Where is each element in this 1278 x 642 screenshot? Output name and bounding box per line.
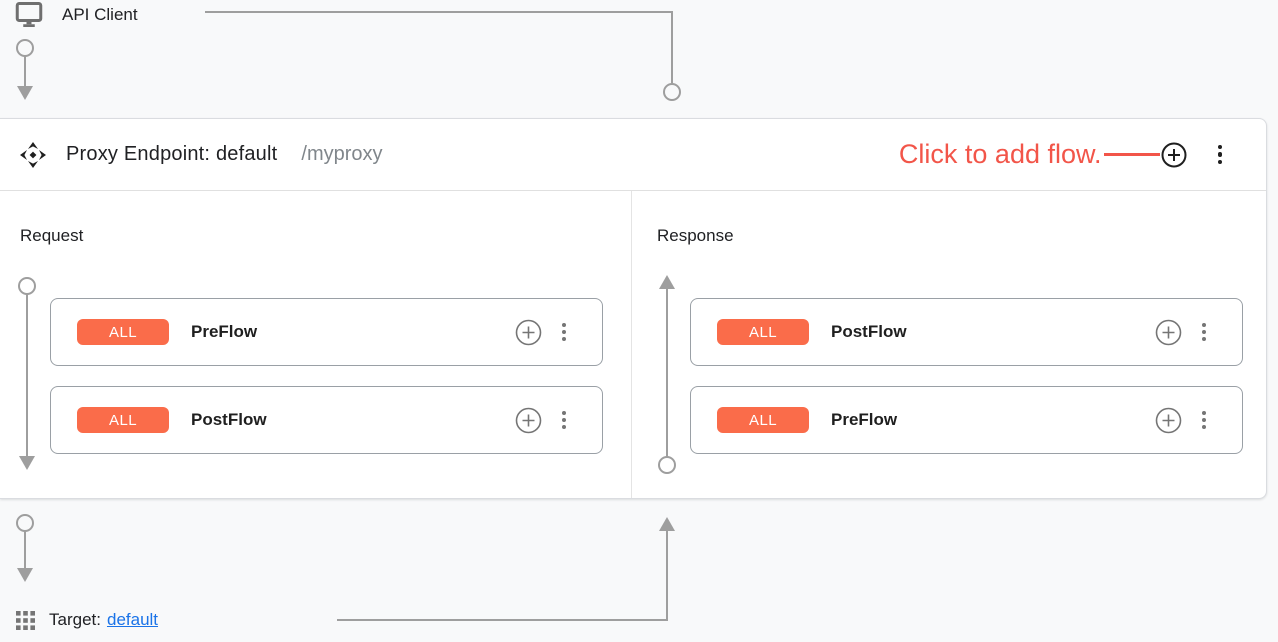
condition-badge: ALL <box>717 319 809 345</box>
flow-card-request-preflow[interactable]: ALL PreFlow <box>50 298 603 366</box>
condition-badge: ALL <box>77 319 169 345</box>
plus-circle-icon <box>1161 142 1186 167</box>
plus-circle-icon <box>515 407 542 433</box>
flow-card-response-preflow[interactable]: ALL PreFlow <box>690 386 1243 454</box>
annotation-arrow-line <box>1103 153 1160 156</box>
target-label: Target: <box>49 610 101 629</box>
target-default-link[interactable]: default <box>106 610 159 629</box>
condition-badge: ALL <box>77 407 169 433</box>
proxy-endpoint-title: Proxy Endpoint: default <box>66 143 278 165</box>
flow-name: PostFlow <box>191 410 267 429</box>
client-return-connector <box>205 11 681 101</box>
target-node: Target: default <box>16 610 158 630</box>
annotation-text: Click to add flow. <box>898 139 1102 169</box>
request-column-label: Request <box>20 226 84 245</box>
endpoint-more-menu[interactable] <box>1217 143 1222 166</box>
add-flow-button[interactable] <box>1160 141 1188 169</box>
proxy-endpoint-panel: Proxy Endpoint: default /myproxy Click t… <box>0 118 1267 499</box>
response-column-label: Response <box>657 226 734 245</box>
add-policy-button[interactable] <box>1155 407 1182 434</box>
plus-circle-icon <box>1155 407 1182 433</box>
add-policy-button[interactable] <box>515 319 542 346</box>
flow-more-menu[interactable] <box>1201 321 1206 343</box>
condition-badge: ALL <box>717 407 809 433</box>
client-down-connector <box>16 39 34 100</box>
flow-more-menu[interactable] <box>1201 409 1206 431</box>
flow-name: PostFlow <box>831 322 907 341</box>
proxy-endpoint-basepath: /myproxy <box>301 143 383 165</box>
target-return-connector <box>337 517 675 621</box>
add-policy-button[interactable] <box>515 407 542 434</box>
proxy-endpoint-header: Proxy Endpoint: default /myproxy Click t… <box>0 119 1266 191</box>
plus-circle-icon <box>1155 319 1182 345</box>
api-client-label: API Client <box>62 5 138 24</box>
flow-name: PreFlow <box>831 410 898 429</box>
flow-more-menu[interactable] <box>561 321 566 343</box>
flow-name: PreFlow <box>191 322 258 341</box>
flow-more-menu[interactable] <box>561 409 566 431</box>
proxy-to-target-connector <box>16 514 34 582</box>
add-policy-button[interactable] <box>1155 319 1182 346</box>
api-client-node: API Client <box>14 1 138 29</box>
plus-circle-icon <box>515 319 542 345</box>
proxy-endpoint-icon <box>20 141 46 168</box>
add-flow-annotation: Click to add flow. <box>899 139 1222 170</box>
column-divider <box>631 191 632 498</box>
flow-card-response-postflow[interactable]: ALL PostFlow <box>690 298 1243 366</box>
apps-grid-icon <box>16 610 35 630</box>
desktop-monitor-icon <box>15 1 43 27</box>
flow-card-request-postflow[interactable]: ALL PostFlow <box>50 386 603 454</box>
